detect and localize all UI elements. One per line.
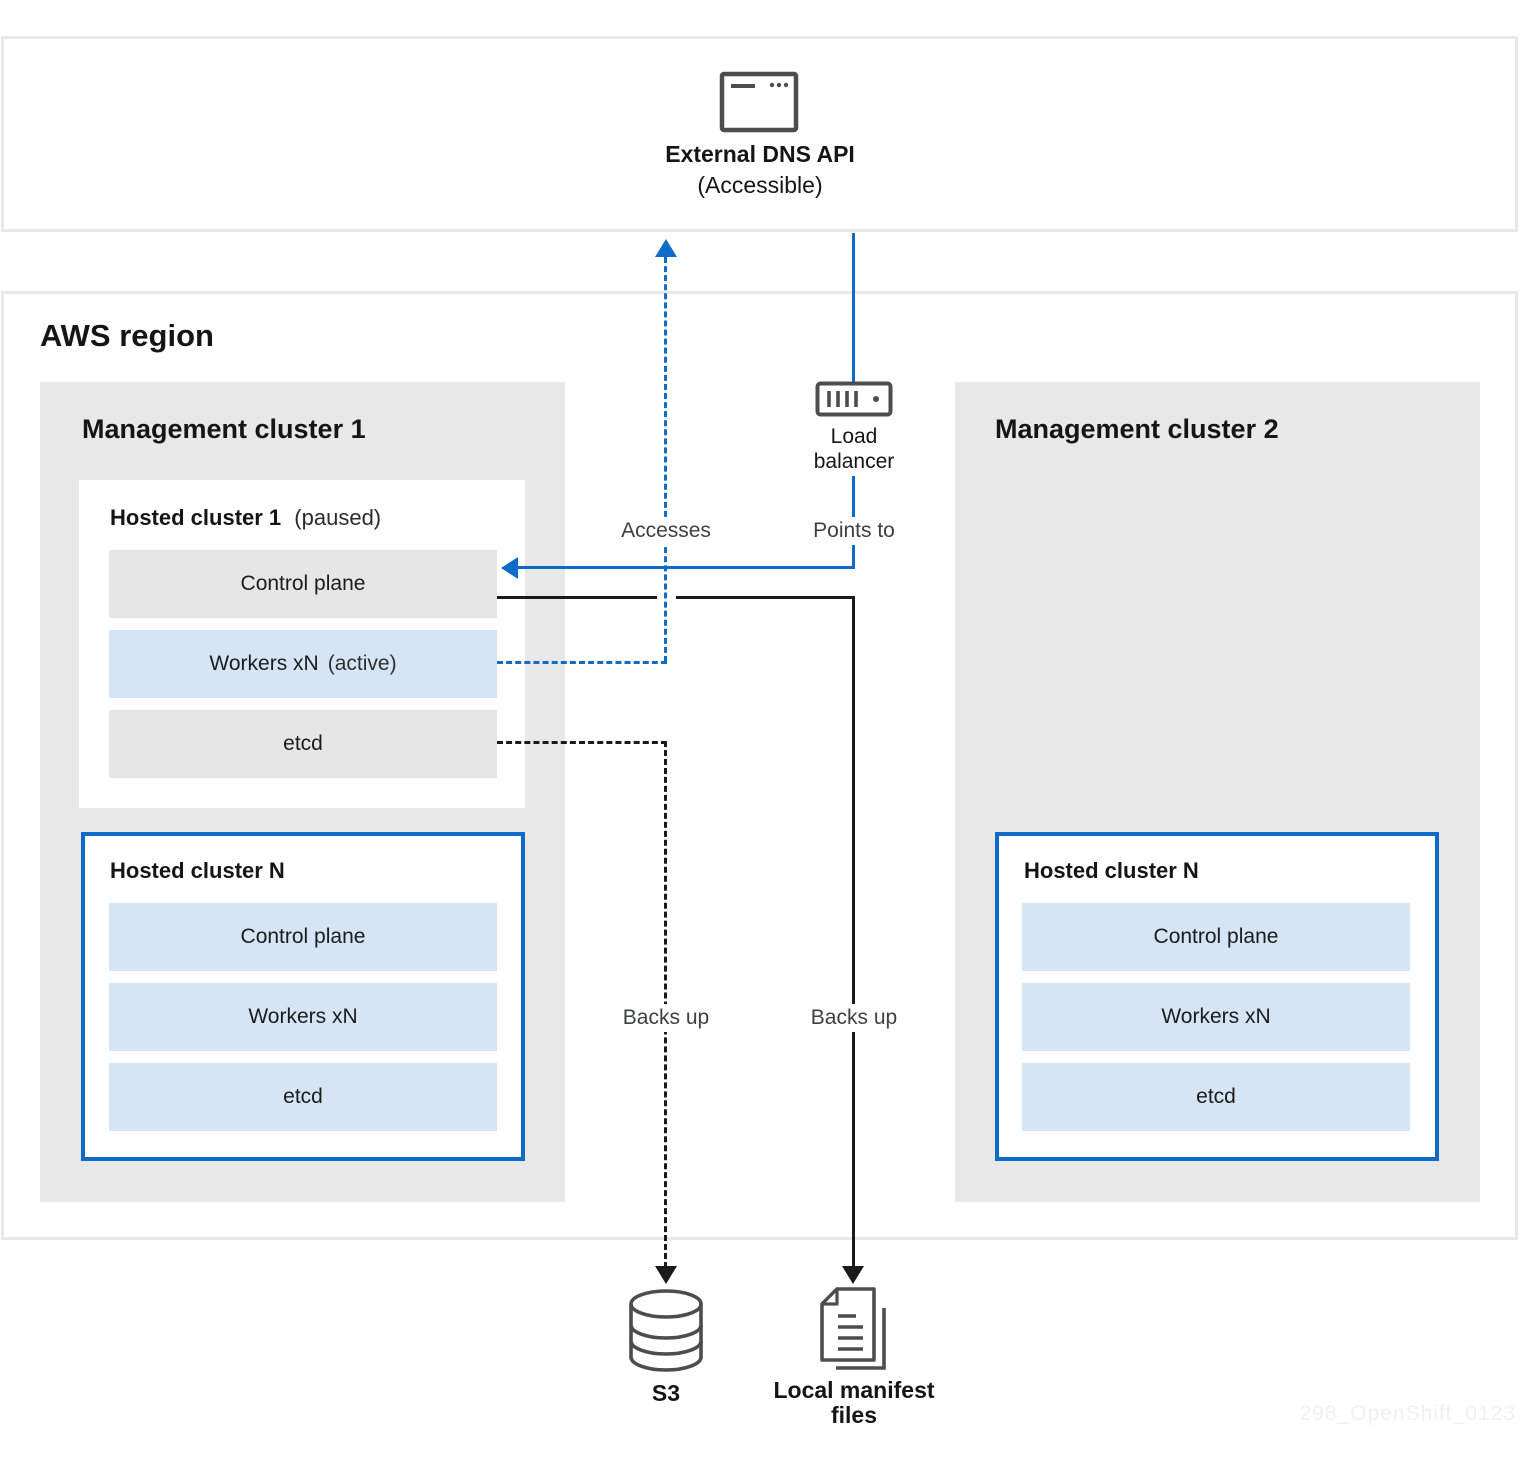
external-dns-label: External DNS API (665, 141, 855, 167)
load-balancer-label: Load balancer (799, 424, 909, 474)
arrowhead-down-manifest (842, 1266, 864, 1284)
row-label: etcd (1196, 1085, 1236, 1108)
row-label: Control plane (240, 925, 366, 948)
row-label: Workers xN (1161, 1005, 1271, 1028)
edge-label-backs-up-s3: Backs up (613, 1004, 719, 1032)
management-cluster-1-title: Management cluster 1 (82, 414, 366, 444)
hosted1-row-etcd: etcd (109, 710, 497, 778)
row-qualifier: (active) (327, 652, 397, 675)
edge-label-points-to: Points to (804, 517, 904, 545)
edge-label-backs-up-manifest: Backs up (801, 1004, 907, 1032)
hostedN-left-row-workers: Workers xN (109, 983, 497, 1051)
edge-label-accesses: Accesses (612, 517, 720, 545)
hosted1-row-workers: Workers xN (active) (109, 630, 497, 698)
hosted1-row-control-plane: Control plane (109, 550, 497, 618)
hosted-cluster-n-left-title-text: Hosted cluster N (110, 858, 285, 883)
hosted-cluster-n-right-title: Hosted cluster N (1024, 858, 1199, 884)
hostedN-left-row-etcd: etcd (109, 1063, 497, 1131)
hosted-cluster-1-qualifier: (paused) (294, 505, 382, 530)
row-label: Control plane (1153, 925, 1279, 948)
edge-backup-manifest-hline-a (497, 596, 657, 599)
arrowhead-left (501, 557, 518, 579)
edge-accesses-hline (497, 661, 667, 664)
browser-window-icon (719, 71, 799, 133)
row-label: etcd (283, 1085, 323, 1108)
aws-region-title: AWS region (40, 318, 214, 353)
database-icon (629, 1289, 703, 1372)
row-label: Workers xN (209, 652, 319, 675)
edge-accesses-vline (664, 257, 667, 662)
arrowhead-up (655, 239, 677, 257)
hosted-cluster-n-left-title: Hosted cluster N (110, 858, 285, 884)
edge-backup-manifest-vline (852, 596, 855, 1280)
management-cluster-2-title: Management cluster 2 (995, 414, 1279, 444)
row-label: Control plane (240, 572, 366, 595)
hosted-cluster-n-right-title-text: Hosted cluster N (1024, 858, 1199, 883)
s3-label: S3 (651, 1380, 681, 1406)
hostedN-right-row-etcd: etcd (1022, 1063, 1410, 1131)
edge-backup-s3-hline (497, 741, 667, 744)
hosted-cluster-1-title-text: Hosted cluster 1 (110, 505, 282, 530)
arrowhead-down-s3 (655, 1266, 677, 1284)
local-manifest-files-label: Local manifest files (773, 1377, 935, 1428)
edge-dns-to-lb-line (852, 233, 855, 383)
load-balancer-icon (815, 381, 893, 417)
watermark: 298_OpenShift_0123 (1299, 1402, 1516, 1425)
hostedN-right-row-control-plane: Control plane (1022, 903, 1410, 971)
hosted-cluster-1-title: Hosted cluster 1 (paused) (110, 505, 381, 531)
documents-icon (820, 1287, 886, 1370)
external-dns-sublabel: (Accessible) (697, 172, 823, 198)
hostedN-right-row-workers: Workers xN (1022, 983, 1410, 1051)
external-dns-band (1, 36, 1518, 232)
hostedN-left-row-control-plane: Control plane (109, 903, 497, 971)
edge-backup-manifest-hline-b (676, 596, 855, 599)
row-label: etcd (283, 732, 323, 755)
edge-points-to-hline (514, 566, 855, 569)
row-label: Workers xN (248, 1005, 358, 1028)
